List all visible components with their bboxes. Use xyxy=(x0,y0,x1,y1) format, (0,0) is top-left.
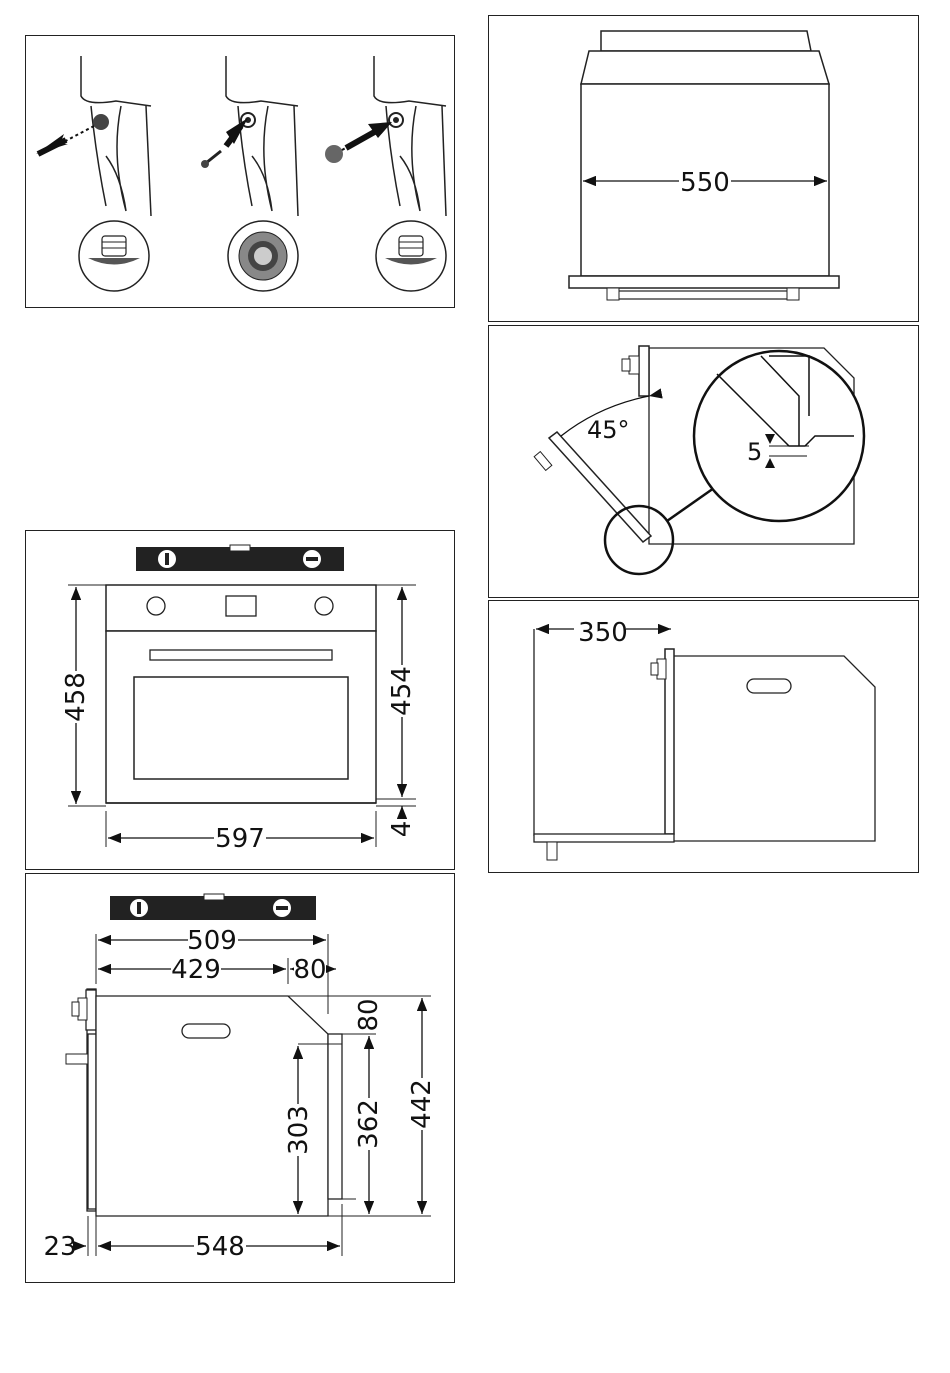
detail-circle-small xyxy=(605,506,673,574)
height-slope-label: 80 xyxy=(354,998,384,1031)
knob-icon xyxy=(315,597,333,615)
door-handle xyxy=(150,650,332,660)
vent-slot xyxy=(747,679,791,693)
vent-slot xyxy=(182,1024,230,1038)
depth-548-label: 548 xyxy=(195,1232,245,1262)
width-panel: 550 xyxy=(488,15,919,322)
depth-total-label: 509 xyxy=(187,926,237,956)
knob-icon xyxy=(147,597,165,615)
cabinet-base xyxy=(569,276,839,288)
front-view-panel: 458 454 4 597 xyxy=(25,530,455,870)
height-right-label: 454 xyxy=(387,666,417,716)
height-442-label: 442 xyxy=(407,1079,437,1129)
width-label: 550 xyxy=(680,168,730,198)
depth-slope-label: 80 xyxy=(293,955,326,985)
width-label: 597 xyxy=(215,824,265,854)
tilt-panel: 45° 5 xyxy=(488,325,919,598)
depth-label: 350 xyxy=(578,618,628,648)
oven-window xyxy=(134,677,348,779)
front-offset-label: 23 xyxy=(43,1232,76,1262)
side-view-panel: 509 429 80 80 303 362 442 23 548 xyxy=(25,873,455,1283)
plug-cap-icon xyxy=(93,114,109,130)
step3-illustration xyxy=(325,56,446,291)
height-362-label: 362 xyxy=(354,1099,384,1149)
bottom-gap-label: 4 xyxy=(387,821,417,838)
step2-illustration xyxy=(201,56,298,291)
tilted-door xyxy=(549,432,651,542)
cover-cap-icon xyxy=(325,145,343,163)
depth-body-label: 429 xyxy=(171,955,221,985)
step1-illustration xyxy=(36,56,151,291)
cabinet-top xyxy=(601,31,811,51)
depth-panel: 350 xyxy=(488,600,919,873)
screw-icon xyxy=(206,151,221,163)
angle-label: 45° xyxy=(587,416,630,444)
display-icon xyxy=(226,596,256,616)
gap-label: 5 xyxy=(747,438,762,466)
screw-sequence-panel xyxy=(25,35,455,308)
height-left-label: 458 xyxy=(61,672,91,722)
height-303-label: 303 xyxy=(284,1105,314,1155)
shelf xyxy=(534,834,674,842)
